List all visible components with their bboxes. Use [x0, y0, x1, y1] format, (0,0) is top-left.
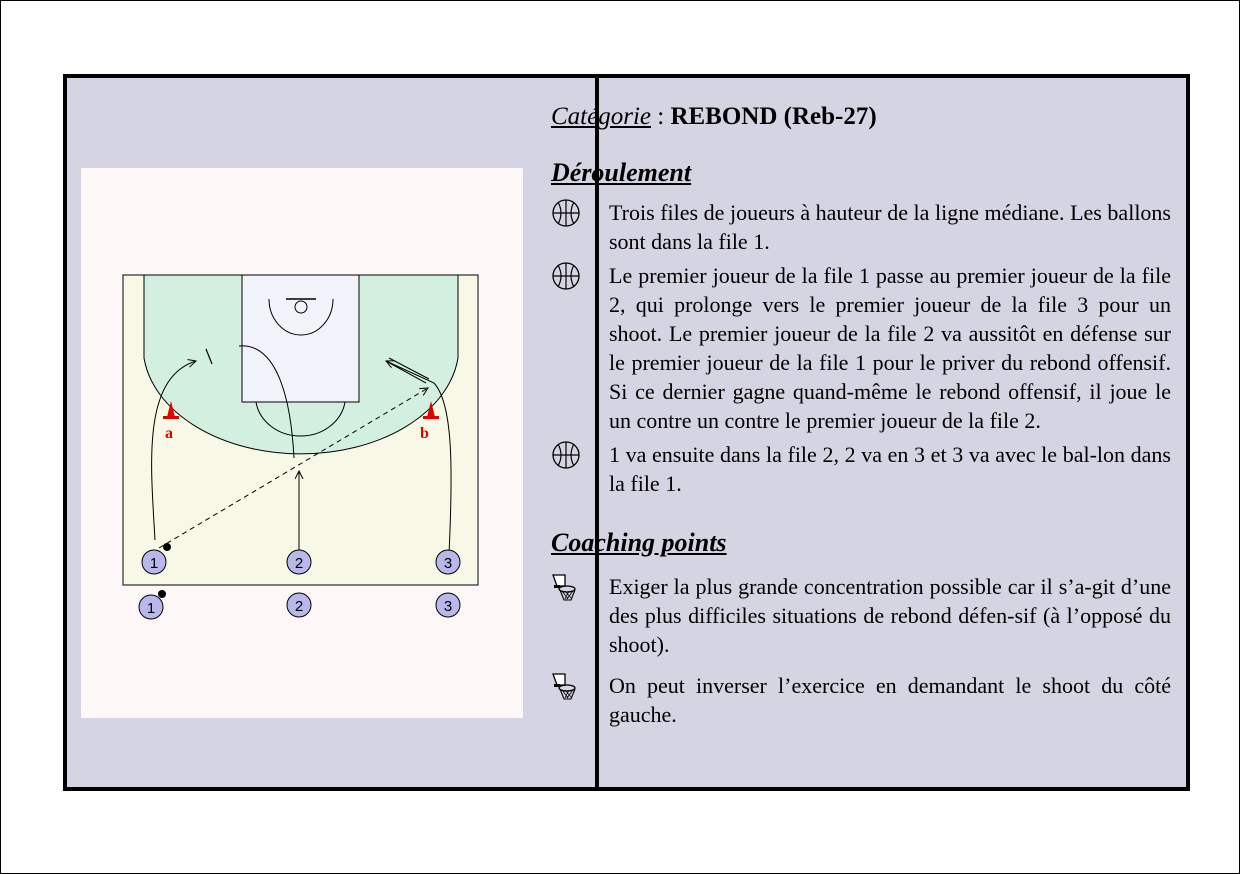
ball-icon [158, 590, 166, 598]
cone-label-b: b [420, 425, 429, 442]
item-text: Trois files de joueurs à hauteur de la l… [609, 200, 1171, 254]
basketball-icon [552, 262, 580, 290]
basketball-icon [552, 441, 580, 469]
free-throw-circle [255, 401, 346, 437]
player-3-court: 3 [435, 549, 461, 575]
player-label: 2 [295, 555, 303, 572]
screen-mark [205, 348, 213, 365]
player-label: 1 [147, 600, 155, 617]
category-separator: : [651, 103, 671, 130]
basket-hoop-icon [552, 673, 576, 700]
item-text: On peut inverser l’exercice en demandant… [609, 673, 1171, 727]
pass-path [158, 388, 428, 549]
basket-hoop-icon [552, 574, 576, 601]
cone-b-icon [423, 401, 439, 419]
item-text: Exiger la plus grande concentration poss… [609, 574, 1171, 657]
cut-path-1 [151, 361, 196, 541]
item-text: Le premier joueur de la file 1 passe au … [609, 263, 1171, 433]
key-area [241, 274, 360, 403]
player-2-court: 2 [286, 549, 312, 575]
coaching-list: Exiger la plus grande concentration poss… [551, 572, 1171, 729]
court-diagram: a b 1 2 [81, 168, 523, 718]
player-label: 3 [444, 555, 452, 572]
list-item: 1 va ensuite dans la file 2, 2 va en 3 e… [551, 440, 1171, 498]
ball-icon [163, 543, 171, 551]
player-3-line: 3 [435, 592, 461, 618]
player-label: 2 [295, 598, 303, 615]
panel-divider [595, 78, 599, 787]
category-label: Catégorie [551, 103, 651, 130]
shot-mark-2 [388, 357, 430, 380]
cone-label-a: a [165, 425, 173, 442]
cone-a-icon [163, 401, 179, 419]
basketball-icon [552, 199, 580, 227]
list-item: Trois files de joueurs à hauteur de la l… [551, 198, 1171, 256]
player-label: 3 [444, 598, 452, 615]
restricted-arc [268, 298, 334, 336]
coaching-title: Coaching points [551, 528, 727, 557]
defender-path [238, 345, 295, 459]
deroulement-list: Trois files de joueurs à hauteur de la l… [551, 198, 1171, 498]
player-label: 1 [150, 555, 158, 572]
player-1-court: 1 [141, 549, 167, 575]
category-line: Catégorie : REBOND (Reb-27) [551, 98, 1171, 136]
drill-description: Catégorie : REBOND (Reb-27) Déroulement … [551, 98, 1171, 741]
list-item: Exiger la plus grande concentration poss… [551, 572, 1171, 659]
drill-card: a b 1 2 [63, 74, 1190, 791]
deroulement-title: Déroulement [551, 158, 692, 187]
shot-mark [385, 360, 427, 384]
player-2-line: 2 [286, 592, 312, 618]
item-text: 1 va ensuite dans la file 2, 2 va en 3 e… [609, 442, 1171, 496]
court-svg: a b 1 2 [122, 274, 479, 620]
cut-path-3 [386, 361, 452, 555]
player-1-line: 1 [138, 594, 164, 620]
list-item: On peut inverser l’exercice en demandant… [551, 671, 1171, 729]
list-item: Le premier joueur de la file 1 passe au … [551, 261, 1171, 435]
hoop [294, 300, 308, 314]
category-value: REBOND (Reb-27) [670, 103, 877, 130]
